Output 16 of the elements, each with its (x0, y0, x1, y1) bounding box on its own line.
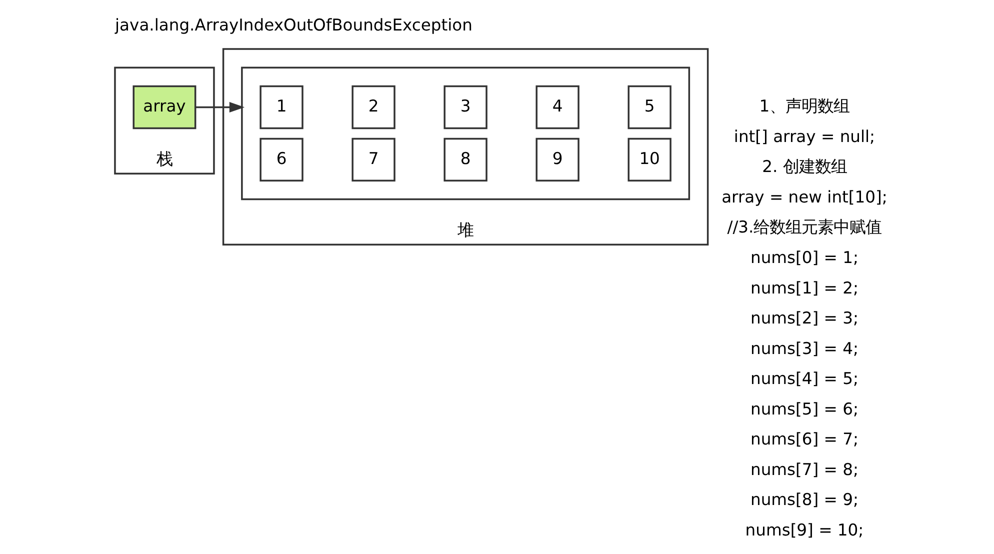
label: nums[2] = 3; (750, 308, 858, 328)
label: int[] array = null; (734, 126, 876, 146)
label: nums[0] = 1; (750, 248, 858, 267)
label: 2. 创建数组 (762, 157, 847, 176)
label: nums[4] = 5; (750, 369, 858, 388)
label: nums[1] = 2; (750, 278, 858, 298)
label: 1、声明数组 (759, 96, 850, 116)
label: nums[8] = 9; (750, 490, 858, 510)
label: nums[7] = 8; (750, 460, 858, 479)
label: array = new int[10]; (722, 187, 888, 206)
label: //3.给数组元素中赋值 (727, 218, 882, 237)
label: nums[9] = 10; (745, 520, 864, 540)
diagram-title: java.lang.ArrayIndexOutOfBoundsException (115, 16, 472, 35)
label: nums[6] = 7; (750, 430, 858, 449)
label: nums[5] = 6; (750, 399, 858, 418)
label: nums[3] = 4; (750, 338, 858, 358)
